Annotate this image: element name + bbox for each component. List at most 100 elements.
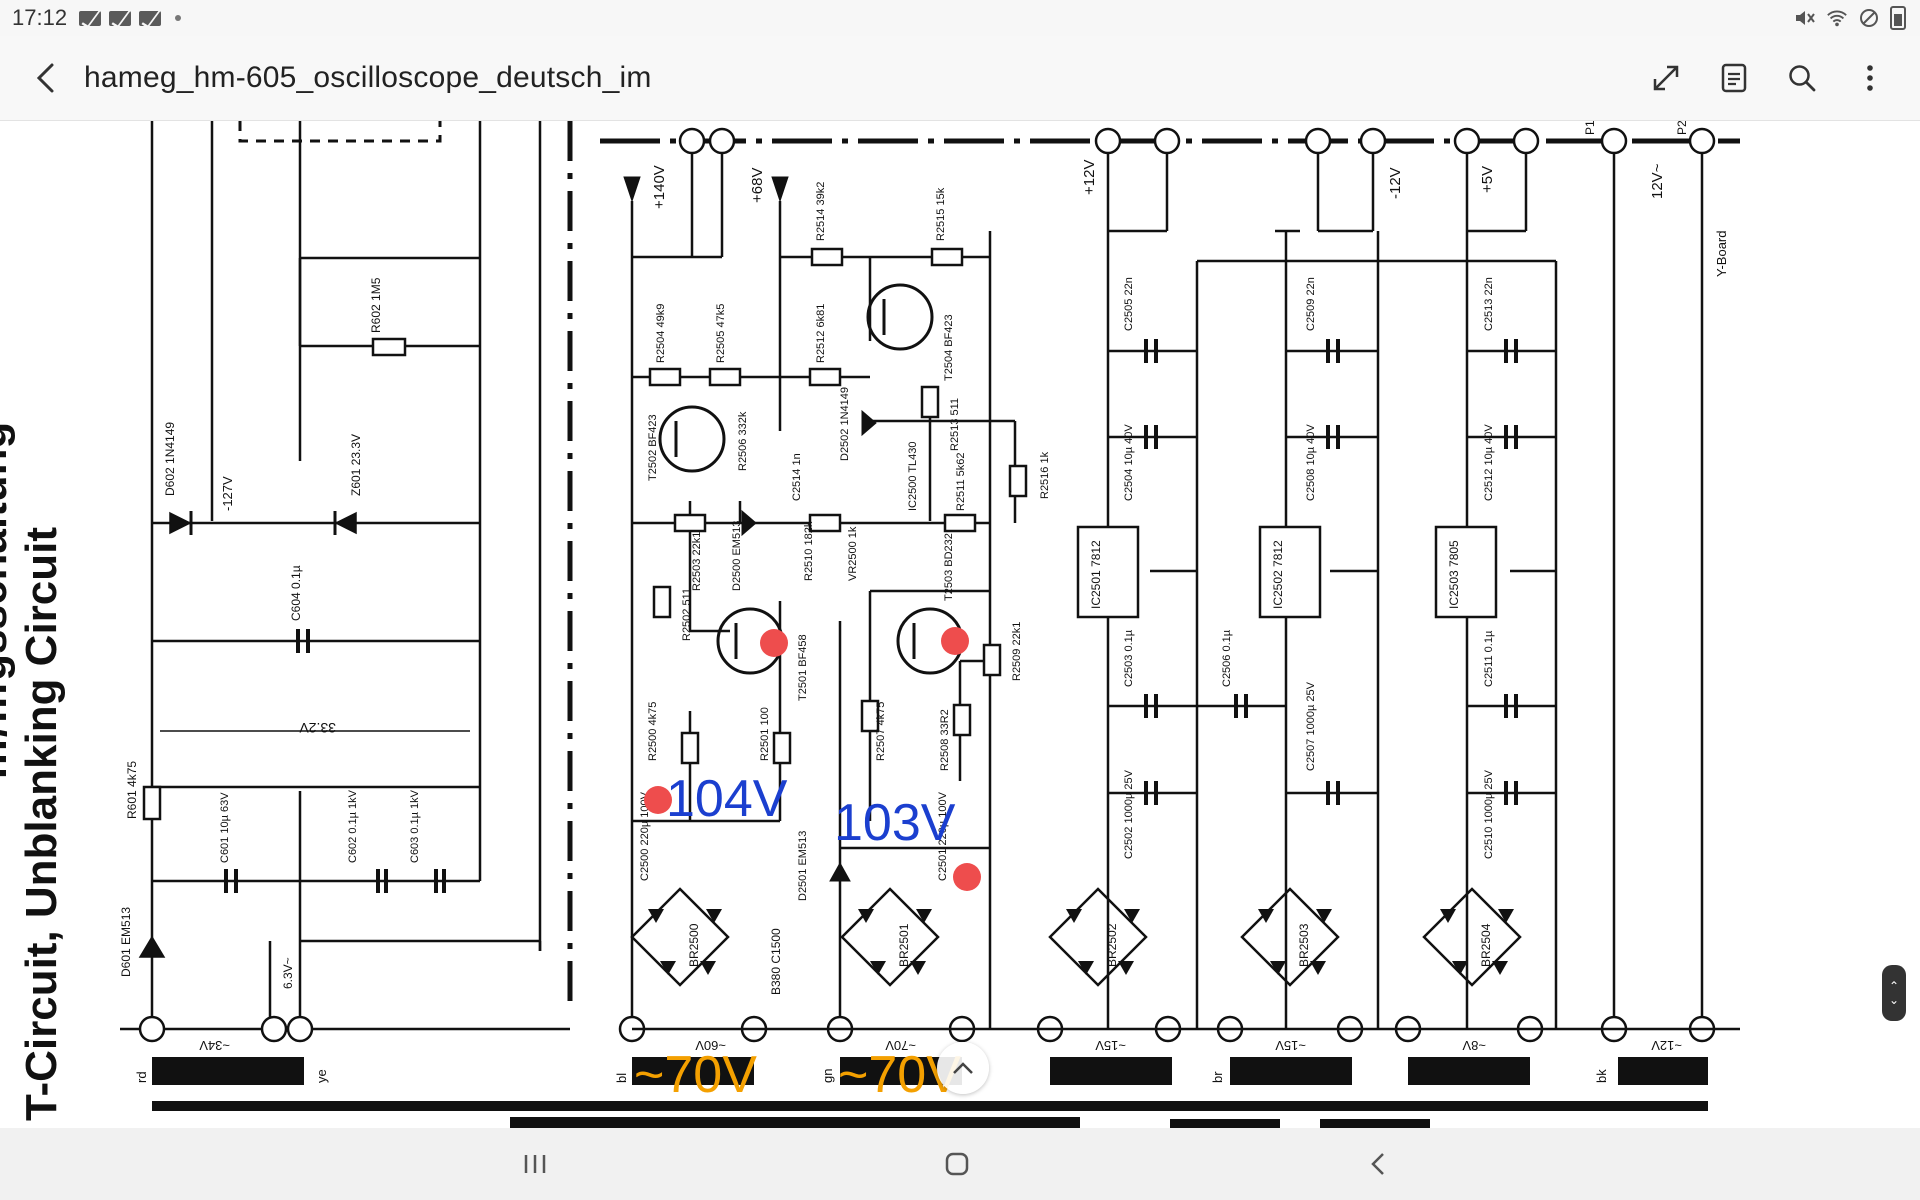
- winding-t7-label: ~12V: [1651, 1038, 1682, 1053]
- chevron-up-icon: ⌃: [1888, 979, 1900, 993]
- mute-icon: [1794, 7, 1816, 29]
- c2501-label: C2501 220µ 100V: [937, 791, 949, 881]
- r2512-label: R2512 6k81: [815, 304, 827, 363]
- wire-br-label: br: [1210, 1071, 1225, 1083]
- t2504-label: T2504 BF423: [943, 314, 955, 381]
- t2502-label: T2502 BF423: [647, 414, 659, 481]
- rail-p68-label: +68V: [749, 168, 766, 203]
- d2500-label: D2500 EM513: [731, 521, 743, 591]
- wire-gn-label: gn: [820, 1069, 835, 1083]
- vr2500-label: VR2500 1k: [847, 526, 859, 581]
- ic2500-label: IC2500 TL430: [907, 441, 919, 511]
- rail-33v-label: 33.2V: [299, 720, 336, 736]
- br2500-label: BR2500: [687, 923, 701, 967]
- d601-label: D601 EM513: [119, 907, 133, 977]
- home-button[interactable]: [927, 1142, 987, 1186]
- r2504-label: R2504 49k9: [655, 304, 667, 363]
- b380-label: B380 C1500: [769, 928, 783, 995]
- battery-icon: [1890, 6, 1906, 30]
- c2500-label: C2500 220µ 100V: [639, 791, 651, 881]
- d2502-label: D2502 1N4149: [839, 387, 851, 461]
- side-title: T-Circuit, Unblanking Circuit: [17, 527, 66, 1121]
- r601-label: R601 4k75: [125, 761, 139, 819]
- annotation-ac-1: ~70V: [634, 1046, 757, 1104]
- annotation-voltage-2: 103V: [834, 794, 956, 852]
- wire-bk-label: bk: [1594, 1069, 1609, 1083]
- t2501-label: T2501 BF458: [797, 634, 809, 701]
- more-icon: [1867, 65, 1873, 91]
- c2512-label: C2512 10µ 40V: [1483, 424, 1495, 501]
- recents-icon: [524, 1155, 546, 1173]
- r2501-label: R2501 100: [759, 707, 771, 761]
- r2502-label: R2502 511: [681, 588, 693, 641]
- chevron-up-icon: [953, 1062, 973, 1074]
- marker-dot: [953, 863, 981, 891]
- wire-ye-label: ye: [314, 1069, 329, 1083]
- recents-button[interactable]: [505, 1142, 565, 1186]
- schematic-page: T-Circuit, Unblanking Circuit …/…gsschal…: [0, 121, 1740, 1128]
- r2507-label: R2507 4k75: [875, 702, 887, 761]
- c2502-label: C2502 1000µ 25V: [1123, 769, 1135, 859]
- c603-label: C603 0.1µ 1kV: [409, 789, 421, 863]
- r2506-label: R2506 332k: [737, 411, 749, 471]
- c2508-label: C2508 10µ 40V: [1305, 424, 1317, 501]
- r2513-label: R2513 511: [949, 398, 961, 451]
- mail-icon: [109, 10, 132, 26]
- winding-t4-label: ~15V: [1095, 1038, 1126, 1053]
- c2504-label: C2504 10µ 40V: [1123, 424, 1135, 501]
- r602-label: R602 1M5: [369, 277, 383, 333]
- marker-dot: [760, 629, 788, 657]
- c2513-label: C2513 22n: [1483, 277, 1495, 331]
- rail-m127-label: -127V: [220, 476, 235, 511]
- c2509-label: C2509 22n: [1305, 277, 1317, 331]
- y-board-label: Y-Board: [1714, 231, 1729, 278]
- ic2502-label: IC2502 7812: [1271, 540, 1285, 609]
- marker-dot: [941, 627, 969, 655]
- expand-button[interactable]: [1636, 48, 1696, 108]
- notification-icons: [79, 10, 182, 26]
- r2500-label: R2500 4k75: [647, 702, 659, 761]
- chevron-down-icon: ⌄: [1888, 993, 1900, 1007]
- rail-p140-label: +140V: [651, 165, 668, 209]
- winding-t2-label: ~60V: [695, 1038, 726, 1053]
- search-button[interactable]: [1772, 48, 1832, 108]
- app-bar: hameg_hm-605_oscilloscope_deutsch_im: [0, 36, 1920, 121]
- ic2501-label: IC2501 7812: [1089, 540, 1103, 609]
- r2511-label: R2511 5k62: [955, 452, 967, 511]
- status-bar: 17:12: [0, 0, 1920, 36]
- rail-p12-label: +12V: [1081, 160, 1098, 195]
- mail-icon: [79, 10, 102, 26]
- more-options-button[interactable]: [1840, 48, 1900, 108]
- t2503-label: T2503 BD232: [943, 533, 955, 601]
- back-button[interactable]: [16, 48, 76, 108]
- status-icons: [1794, 6, 1906, 30]
- d2501-label: D2501 EM513: [797, 831, 809, 901]
- rail-p1-label: P1: [1583, 121, 1597, 135]
- reading-mode-button[interactable]: [1704, 48, 1764, 108]
- r2505-label: R2505 47k5: [715, 304, 727, 363]
- dnd-icon: [1858, 7, 1880, 29]
- back-nav-button[interactable]: [1348, 1142, 1408, 1186]
- document-viewport[interactable]: T-Circuit, Unblanking Circuit …/…gsschal…: [0, 121, 1920, 1128]
- r2508-label: R2508 33R2: [939, 709, 951, 771]
- marker-dot: [644, 786, 672, 814]
- navigation-bar: [0, 1128, 1920, 1200]
- back-arrow-icon: [36, 63, 54, 93]
- rail-p2-label: P2: [1675, 121, 1689, 135]
- c2505-label: C2505 22n: [1123, 277, 1135, 331]
- r2509-label: R2509 22k1: [1011, 622, 1023, 681]
- mail-icon: [139, 10, 162, 26]
- scroll-top-button[interactable]: [937, 1042, 989, 1094]
- r2510-label: R2510 182k: [803, 521, 815, 581]
- fast-scroll-handle[interactable]: ⌃ ⌄: [1882, 965, 1906, 1021]
- winding-t5-label: ~15V: [1275, 1038, 1306, 1053]
- r2515-label: R2515 15k: [935, 187, 947, 241]
- c602-label: C602 0.1µ 1kV: [347, 789, 359, 863]
- ic2503-label: IC2503 7805: [1447, 540, 1461, 609]
- d602-label: D602 1N4149: [163, 422, 177, 496]
- r2503-label: R2503 22k1: [691, 532, 703, 591]
- r2516-label: R2516 1k: [1039, 451, 1051, 499]
- wire-rd-label: rd: [134, 1071, 149, 1083]
- status-time: 17:12: [12, 5, 68, 30]
- more-notifications-icon: [175, 15, 182, 21]
